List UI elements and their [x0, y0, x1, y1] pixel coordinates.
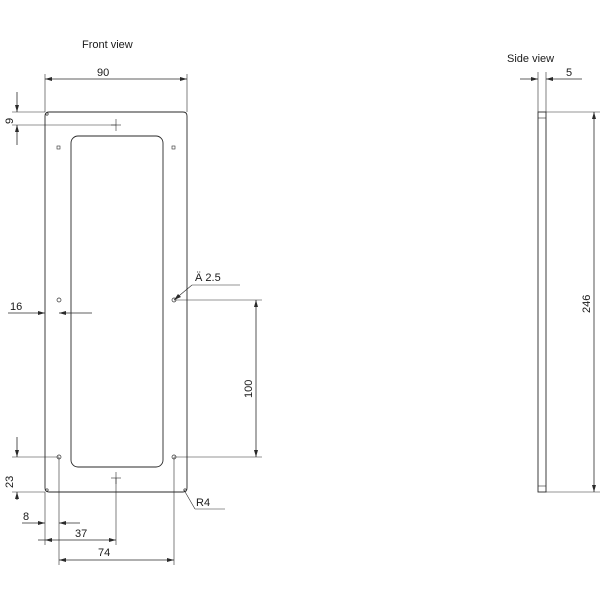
dim-side-hole-offset-label: 16: [10, 301, 22, 313]
corner-radius-label: R4: [196, 497, 210, 509]
hole-diameter-callout: Ä 2.5: [173, 272, 240, 301]
dim-width-label: 90: [97, 67, 109, 79]
dim-width: 90: [44, 67, 188, 112]
window-cutout: [70, 135, 164, 468]
corner-radius-callout: R4: [183, 489, 225, 510]
corner-point-top-left: [45, 112, 49, 116]
dim-thickness-label: 5: [566, 67, 572, 79]
dim-hole-span: 74: [59, 547, 174, 562]
dim-bottom-edge: 8: [22, 511, 80, 525]
dim-center-label: 37: [75, 528, 87, 540]
hole-diameter-label: Ä 2.5: [195, 272, 221, 284]
dim-hole-spacing: 100: [174, 299, 262, 458]
dim-bottom-hole: 23: [4, 437, 59, 500]
corner-point-bottom-left: [45, 488, 49, 492]
dim-top-offset-label: 9: [4, 118, 16, 124]
dim-hole-span-label: 74: [98, 547, 110, 559]
side-view-title: Side view: [507, 53, 554, 65]
side-view: Side view 5 246: [507, 53, 600, 493]
dim-side-hole-offset: 16: [8, 301, 92, 315]
hole-left-middle: [56, 297, 62, 303]
square-mark-left: [56, 145, 61, 150]
dim-bottom-edge-label: 8: [23, 511, 29, 523]
dim-height-label: 246: [581, 295, 593, 313]
dim-center: 37: [38, 528, 116, 542]
dim-top-offset: 9: [4, 92, 116, 145]
dim-thickness: 5: [520, 67, 582, 112]
plate-outline: [44, 111, 188, 493]
front-view-title: Front view: [82, 39, 133, 51]
dim-height: 246: [546, 111, 600, 493]
dim-hole-spacing-label: 100: [243, 380, 255, 398]
square-mark-right: [171, 145, 176, 150]
dim-bottom-hole-label: 23: [4, 476, 16, 488]
side-plate: [537, 111, 547, 493]
front-view: Front view 90: [4, 39, 262, 565]
